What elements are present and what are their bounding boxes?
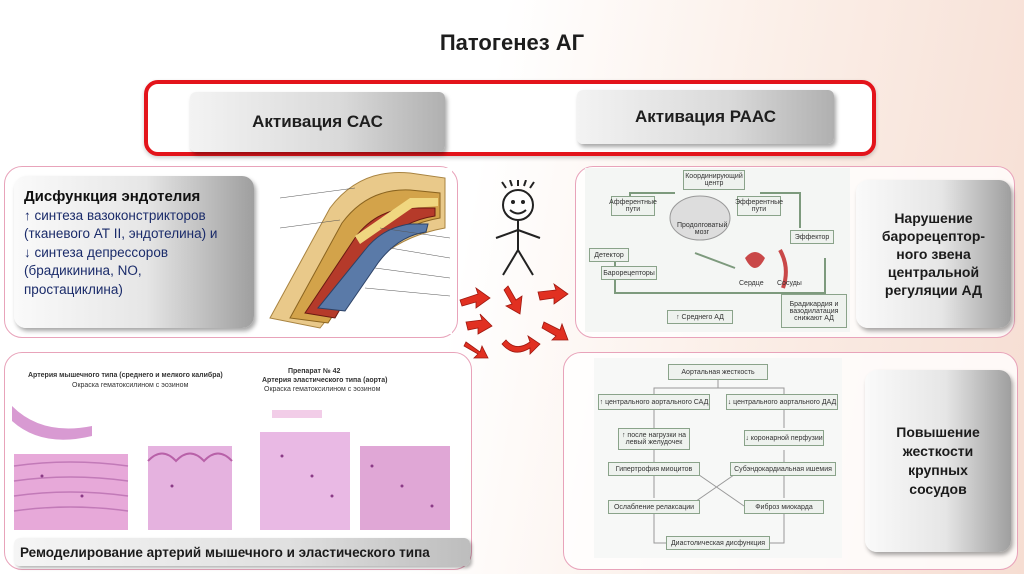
baroreceptor-text-box: Нарушение барорецептор- ного звена центр… (856, 180, 1011, 328)
baroreceptors-label: Барорецепторы (601, 266, 657, 280)
stiff-bottom: Диастолическая дисфункция (666, 536, 770, 550)
mean-bp-label: ↑ Среднего АД (667, 310, 733, 324)
baro-line: центральной (887, 264, 980, 280)
stiff-left3: Гипертрофия миоцитов (608, 462, 700, 476)
vessels-label: Сосуды (777, 280, 802, 287)
endothelium-line: (тканевого АТ II, эндотелина) и (24, 226, 218, 241)
page-title: Патогенез АГ (439, 30, 585, 55)
stiff-right2: ↓ коронарной перфузии (744, 430, 824, 446)
sas-activation-box: Активация САС (190, 92, 445, 152)
raas-activation-box: Активация РААС (577, 90, 834, 144)
histology-left-title: Артерия мышечного типа (среднего и мелко… (28, 372, 223, 379)
stiff-left1: ↑ центрального аортального САД (598, 394, 710, 410)
stick-figure-illustration (478, 179, 558, 280)
stiff-left4: Ослабление релаксации (608, 500, 700, 514)
heart-label: Сердце (739, 280, 764, 287)
center-label: Координирующий центр (683, 170, 745, 190)
endothelium-line: ↑ синтеза вазоконстрикторов (24, 207, 206, 223)
detector-label: Детектор (589, 248, 629, 262)
red-arrows-cycle (456, 282, 576, 360)
histology-right-title: Препарат № 42 (288, 368, 341, 375)
stiffness-text-box: Повышение жесткости крупных сосудов (865, 370, 1011, 552)
endothelium-line: ↓ синтеза депрессоров (24, 244, 168, 260)
brady-label: Брадикардия и вазодилатация снижают АД (781, 294, 847, 328)
stiff-line: жесткости (902, 443, 974, 459)
baroreceptor-diagram: Координирующий центр Афферентные пути Эф… (585, 168, 850, 332)
baro-line: Нарушение (894, 210, 973, 226)
brain-label: Продолговатый мозг (677, 222, 728, 236)
baro-line: ного звена (896, 246, 971, 262)
histology-right-title2: Артерия эластического типа (аорта) (262, 377, 388, 384)
remodeling-label: Ремоделирование артерий мышечного и элас… (14, 538, 470, 566)
stiff-left2: ↑ после нагрузки на левый желудочек (618, 428, 690, 450)
effector-label: Эффектор (790, 230, 834, 244)
efferent-label: Эфферентные пути (735, 196, 783, 216)
stiff-right3: Субэндокардиальная ишемия (730, 462, 836, 476)
stiff-line: Повышение (896, 424, 980, 440)
histology-image: Артерия мышечного типа (среднего и мелко… (12, 366, 462, 532)
histology-right-sub: Окраска гематоксилином с эозином (264, 386, 381, 393)
afferent-label: Афферентные пути (609, 196, 657, 216)
baro-line: регуляции АД (884, 282, 983, 298)
stiff-line: сосудов (909, 481, 967, 497)
endothelium-line: (брадикинина, NO, (24, 263, 142, 278)
histology-left-sub: Окраска гематоксилином с эозином (72, 382, 189, 389)
stiff-top: Аортальная жесткость (668, 364, 768, 380)
stiff-line: крупных (908, 462, 968, 478)
stiffness-diagram: Аортальная жесткость ↑ центрального аорт… (594, 358, 842, 558)
endothelium-line: простациклина) (24, 281, 123, 297)
baro-line: барорецептор- (881, 228, 986, 244)
vessel-wall-illustration (260, 168, 452, 334)
endothelium-heading: Дисфункция эндотелия (24, 188, 201, 205)
endothelium-text-box: Дисфункция эндотелия ↑ синтеза вазоконст… (14, 176, 254, 328)
stiff-right1: ↓ центрального аортального ДАД (726, 394, 838, 410)
stiff-right4: Фиброз миокарда (744, 500, 824, 514)
